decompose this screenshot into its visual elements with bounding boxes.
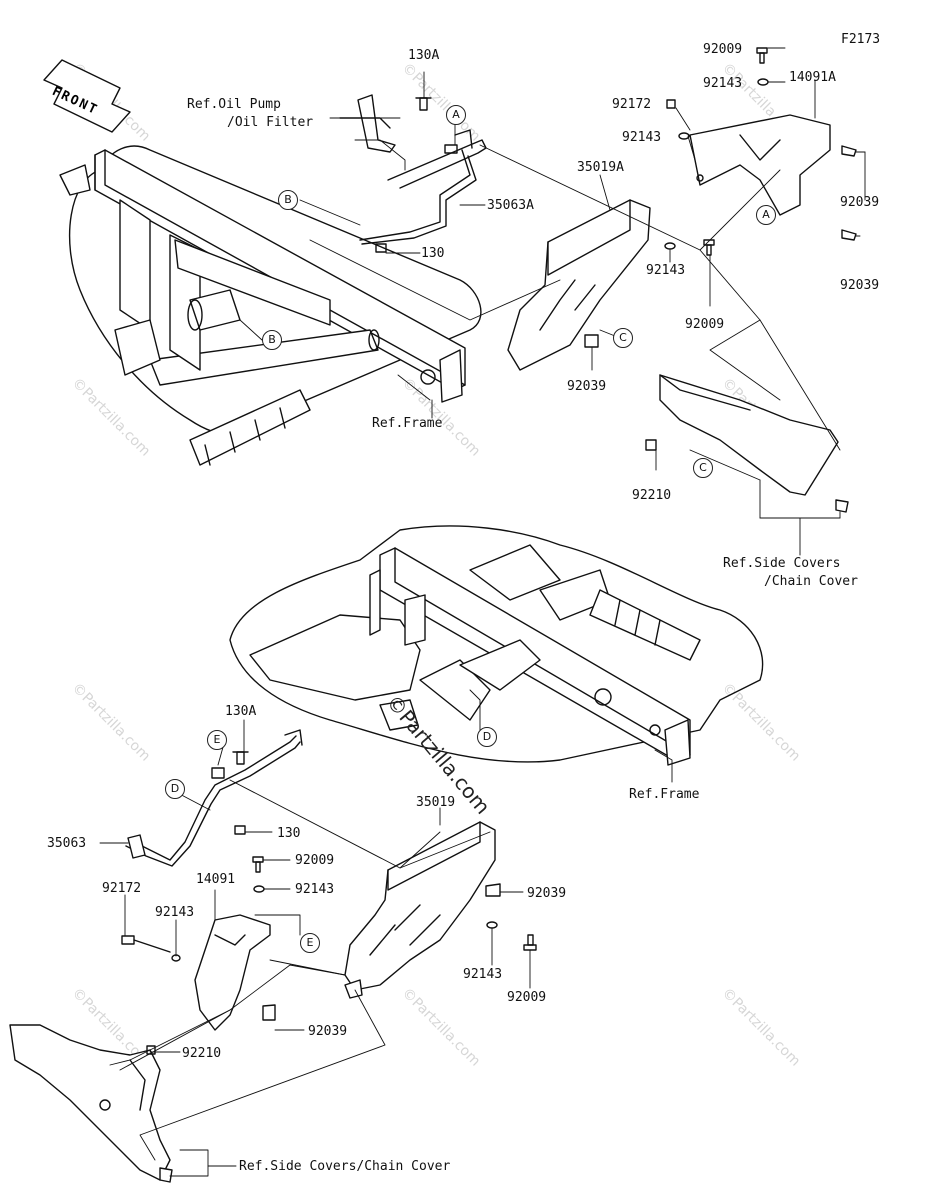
label-ref-oil-filter[interactable]: /Oil Filter <box>227 115 314 130</box>
bolt-130A-bottom <box>232 751 249 765</box>
label-92172-bottom[interactable]: 92172 <box>102 881 142 896</box>
label-35063[interactable]: 35063 <box>47 836 87 851</box>
label-35063A[interactable]: 35063A <box>487 198 534 213</box>
label-35019A[interactable]: 35019A <box>577 160 624 175</box>
label-92009-bottom-a[interactable]: 92009 <box>295 853 335 868</box>
label-130A-bottom[interactable]: 130A <box>225 704 257 719</box>
label-14091A[interactable]: 14091A <box>789 70 836 85</box>
label-130A[interactable]: 130A <box>408 48 440 63</box>
bolt-130-top <box>375 243 387 253</box>
cover-35019 <box>344 821 496 999</box>
callout-e: E <box>207 730 227 750</box>
label-92009-bottom-b[interactable]: 92009 <box>507 990 547 1005</box>
label-ref-oil-pump[interactable]: Ref.Oil Pump <box>187 97 281 112</box>
frame-top-assembly <box>59 145 482 466</box>
bracket-35063 <box>125 729 303 867</box>
clip-92039-top-c <box>584 334 599 348</box>
clip-92039-bottom-a <box>262 1004 276 1021</box>
label-14091[interactable]: 14091 <box>196 872 236 887</box>
label-ref-side-covers[interactable]: Ref.Side Covers <box>723 556 841 571</box>
screw-92009-bottom-a <box>252 856 264 873</box>
callout-e: E <box>300 933 320 953</box>
label-92210[interactable]: 92210 <box>632 488 672 503</box>
cover-14091A <box>689 114 831 216</box>
frame-bottom-assembly <box>229 525 764 766</box>
nut-92210-top <box>645 439 657 451</box>
callout-c: C <box>613 328 633 348</box>
label-92172[interactable]: 92172 <box>612 97 652 112</box>
washer-92143-bottom-c <box>486 921 498 929</box>
bolt-130A-top <box>415 97 432 111</box>
front-arrow-icon <box>43 59 131 133</box>
label-35019[interactable]: 35019 <box>416 795 456 810</box>
screw-92009-bottom-b <box>523 934 537 951</box>
callout-a: A <box>446 105 466 125</box>
clip-92039-bottom-b <box>485 883 501 897</box>
callout-d: D <box>477 727 497 747</box>
label-ref-frame-top[interactable]: Ref.Frame <box>372 416 443 431</box>
clip-bottom-end <box>159 1167 173 1183</box>
washer-92143-top-a <box>757 78 769 86</box>
clip-top-bottom <box>835 499 849 513</box>
bolt-92172-bottom <box>121 935 171 953</box>
label-92143-bottom-b[interactable]: 92143 <box>155 905 195 920</box>
oil-pump-bracket <box>339 94 396 153</box>
label-92143-c[interactable]: 92143 <box>646 263 686 278</box>
clip-92039-top-a <box>841 145 857 157</box>
label-92039-bottom-b[interactable]: 92039 <box>527 886 567 901</box>
cover-14091 <box>194 914 271 1031</box>
bolt-92172-top <box>666 99 676 109</box>
callout-d: D <box>165 779 185 799</box>
label-ref-chain-cover[interactable]: /Chain Cover <box>764 574 858 589</box>
washer-92143-bottom-a <box>253 885 265 893</box>
diagram-code: F2173 <box>841 32 881 47</box>
screw-92009-top-a <box>756 47 768 64</box>
label-130[interactable]: 130 <box>421 246 445 261</box>
label-92143-b[interactable]: 92143 <box>622 130 662 145</box>
bolt-130-bottom <box>234 825 246 835</box>
washer-92143-top-c <box>664 242 676 250</box>
label-92143-a[interactable]: 92143 <box>703 76 743 91</box>
label-ref-frame-bottom[interactable]: Ref.Frame <box>629 787 700 802</box>
label-92039-bottom-a[interactable]: 92039 <box>308 1024 348 1039</box>
cover-35019A <box>507 199 651 371</box>
chain-cover-bottom <box>9 1024 171 1181</box>
label-92210-bottom[interactable]: 92210 <box>182 1046 222 1061</box>
clip-92039-top-b <box>841 229 857 241</box>
label-92039-c[interactable]: 92039 <box>567 379 607 394</box>
label-130-bottom[interactable]: 130 <box>277 826 301 841</box>
callout-b: B <box>278 190 298 210</box>
nut-92210-bottom <box>146 1045 156 1055</box>
bracket-35063A <box>359 129 487 245</box>
label-92143-bottom-c[interactable]: 92143 <box>463 967 503 982</box>
callout-b: B <box>262 330 282 350</box>
callout-c: C <box>693 458 713 478</box>
label-92039-a[interactable]: 92039 <box>840 195 880 210</box>
washer-92143-top-b <box>678 132 690 140</box>
label-92039-b[interactable]: 92039 <box>840 278 880 293</box>
callout-a: A <box>756 205 776 225</box>
label-92009-b[interactable]: 92009 <box>685 317 725 332</box>
label-92009-a[interactable]: 92009 <box>703 42 743 57</box>
label-ref-side-covers-bottom[interactable]: Ref.Side Covers/Chain Cover <box>239 1159 451 1174</box>
chain-cover-top <box>659 374 839 496</box>
label-92143-bottom-a[interactable]: 92143 <box>295 882 335 897</box>
screw-92009-top-b <box>703 239 715 256</box>
